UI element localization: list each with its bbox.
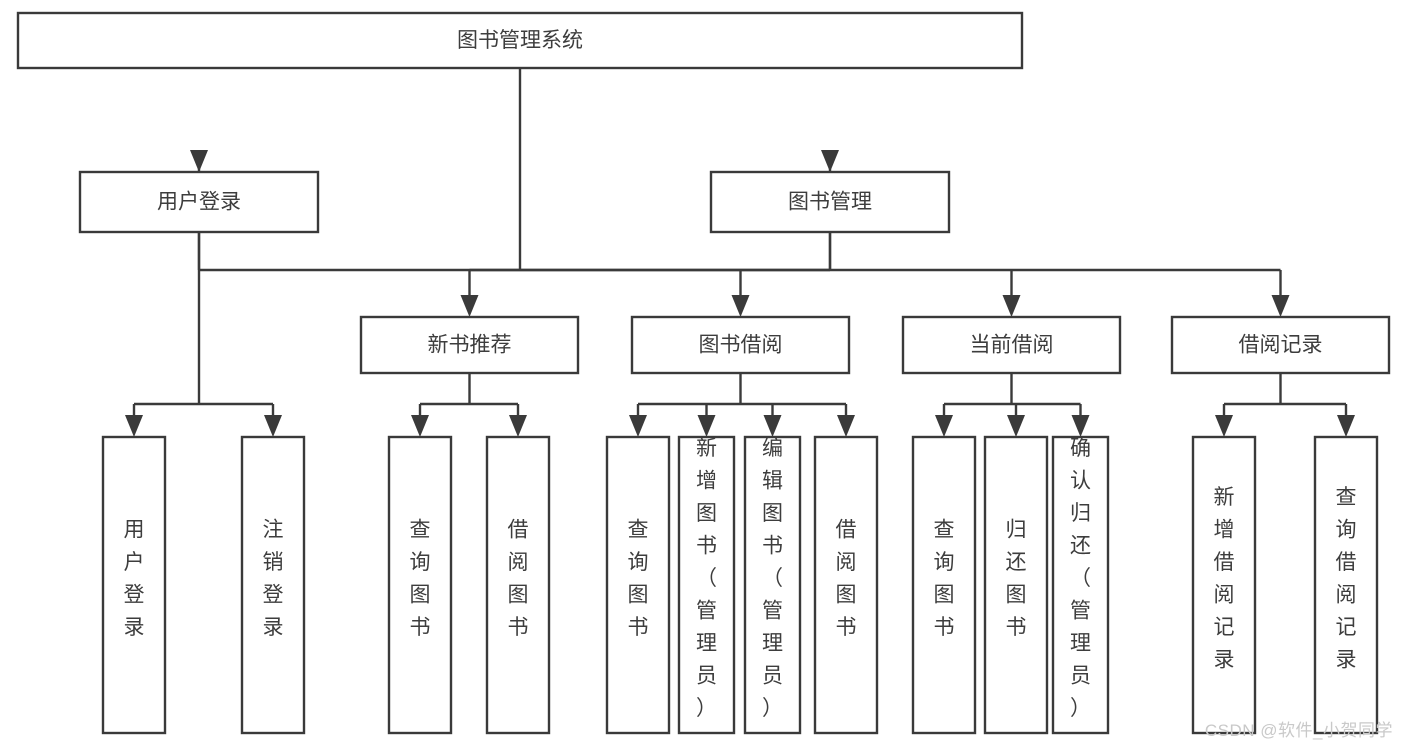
node-leaf-query-book-2[interactable]: 查询图书 [605,435,671,735]
connector-new-book-recommend [411,373,527,437]
arrow-head-icon [411,415,429,437]
arrow-head-icon [1007,415,1025,437]
csdn-watermark: CSDN @软件_小贺同学 [1204,721,1393,740]
node-label-leaf-borrow-book-1: 借阅图书 [508,518,529,639]
node-leaf-query-book-3[interactable]: 查询图书 [911,435,977,735]
node-current-borrow[interactable]: 当前借阅 [901,315,1122,375]
node-label-leaf-return-book: 归还图书 [1006,518,1027,639]
arrow-head-icon [1002,295,1021,317]
node-label-leaf-user-logout: 注销登录 [263,518,284,639]
node-label-current-borrow: 当前借阅 [970,334,1054,357]
node-label-leaf-add-book-admin: 新增图书（管理员） [696,437,717,720]
node-label-user-login: 用户登录 [157,191,241,214]
node-box-leaf-query-book-2 [605,435,671,735]
connector-current-borrow [935,373,1090,437]
node-new-book-recommend[interactable]: 新书推荐 [359,315,580,375]
node-borrow-record[interactable]: 借阅记录 [1170,315,1391,375]
node-leaf-return-book[interactable]: 归还图书 [983,435,1049,735]
node-label-leaf-query-book-2: 查询图书 [628,518,649,639]
node-label-leaf-edit-book-admin: 编辑图书（管理员） [762,437,783,720]
node-label-leaf-confirm-return-admin: 确认归还（管理员） [1070,437,1091,720]
node-leaf-edit-book-admin[interactable]: 编辑图书（管理员） [743,435,802,735]
node-box-leaf-return-book [983,435,1049,735]
node-user-login[interactable]: 用户登录 [78,170,320,234]
node-box-leaf-user-logout [240,435,306,735]
node-box-book-manage [709,170,951,234]
arrow-head-icon [731,295,750,317]
arrow-head-icon [190,150,208,172]
arrow-head-icon [763,415,782,437]
node-box-leaf-user-login [101,435,167,735]
node-label-leaf-query-book-1: 查询图书 [410,518,431,639]
node-root[interactable]: 图书管理系统 [16,11,1024,70]
node-leaf-query-borrow-record[interactable]: 查询借阅记录 [1313,435,1379,735]
node-box-leaf-add-borrow-record [1191,435,1257,735]
arrow-head-icon [1071,415,1090,437]
node-label-root: 图书管理系统 [457,29,583,52]
arrow-head-icon [1337,415,1355,437]
node-box-leaf-query-book-3 [911,435,977,735]
connector-book-manage [460,232,1290,317]
node-box-current-borrow [901,315,1122,375]
node-label-leaf-borrow-book-2: 借阅图书 [836,518,857,639]
node-box-new-book-recommend [359,315,580,375]
node-leaf-add-borrow-record[interactable]: 新增借阅记录 [1191,435,1257,735]
node-leaf-borrow-book-2[interactable]: 借阅图书 [813,435,879,735]
arrow-head-icon [935,415,953,437]
node-box-leaf-add-book-admin [677,435,736,735]
node-leaf-query-book-1[interactable]: 查询图书 [387,435,453,735]
node-box-leaf-borrow-book-2 [813,435,879,735]
node-label-book-manage: 图书管理 [788,191,872,214]
node-label-leaf-query-book-3: 查询图书 [934,518,955,639]
node-box-leaf-edit-book-admin [743,435,802,735]
connector-layer [125,68,1355,437]
node-leaf-confirm-return-admin[interactable]: 确认归还（管理员） [1051,435,1110,735]
node-label-leaf-add-borrow-record: 新增借阅记录 [1214,486,1235,672]
node-label-book-borrow: 图书借阅 [699,334,783,357]
node-box-leaf-query-book-1 [387,435,453,735]
arrow-head-icon [264,415,282,437]
arrow-head-icon [125,415,143,437]
node-label-new-book-recommend: 新书推荐 [428,334,512,357]
arrow-head-icon [837,415,855,437]
node-leaf-borrow-book-1[interactable]: 借阅图书 [485,435,551,735]
node-leaf-add-book-admin[interactable]: 新增图书（管理员） [677,435,736,735]
node-book-borrow[interactable]: 图书借阅 [630,315,851,375]
arrow-head-icon [509,415,527,437]
node-leaf-user-logout[interactable]: 注销登录 [240,435,306,735]
connector-book-borrow [629,373,855,437]
node-box-leaf-confirm-return-admin [1051,435,1110,735]
node-label-borrow-record: 借阅记录 [1239,334,1323,357]
arrow-head-icon [821,150,839,172]
node-label-leaf-query-borrow-record: 查询借阅记录 [1336,486,1357,672]
connector-root [190,68,839,272]
arrow-head-icon [460,295,479,317]
node-box-book-borrow [630,315,851,375]
arrow-head-icon [1215,415,1233,437]
node-box-root [16,11,1024,70]
node-layer: 图书管理系统用户登录图书管理新书推荐图书借阅当前借阅借阅记录用户登录注销登录查询… [16,11,1391,735]
arrow-head-icon [1271,295,1290,317]
arrow-head-icon [629,415,647,437]
node-label-leaf-user-login: 用户登录 [124,518,145,639]
node-box-leaf-query-borrow-record [1313,435,1379,735]
node-box-leaf-borrow-book-1 [485,435,551,735]
connector-user-login [125,232,282,437]
arrow-head-icon [697,415,716,437]
node-leaf-user-login[interactable]: 用户登录 [101,435,167,735]
node-box-borrow-record [1170,315,1391,375]
node-box-user-login [78,170,320,234]
connector-borrow-record [1215,373,1355,437]
node-book-manage[interactable]: 图书管理 [709,170,951,234]
